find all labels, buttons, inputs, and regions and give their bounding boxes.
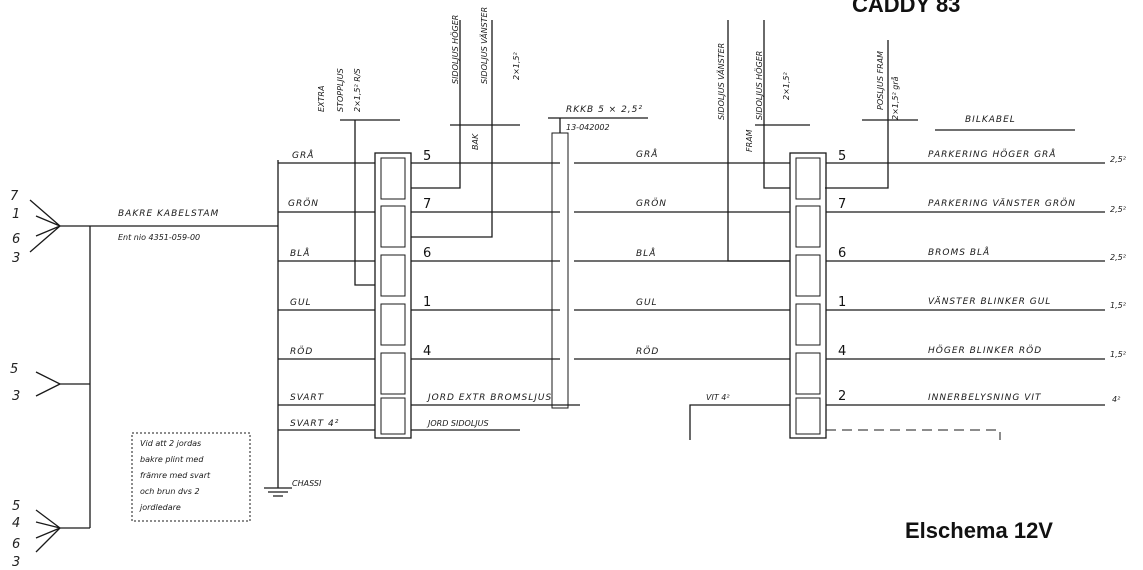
svg-text:2,5²: 2,5² <box>1110 205 1127 214</box>
svg-text:SVART: SVART <box>290 393 325 403</box>
svg-text:6: 6 <box>838 246 846 261</box>
svg-text:3: 3 <box>12 251 20 266</box>
svg-text:2: 2 <box>838 389 846 404</box>
diagram-title: Elschema 12V <box>905 518 1053 543</box>
svg-text:1: 1 <box>12 207 20 222</box>
svg-text:INNERBELYSNING VIT: INNERBELYSNING VIT <box>928 393 1042 403</box>
svg-text:1: 1 <box>423 295 431 310</box>
svg-text:FRAM: FRAM <box>745 129 754 152</box>
bilkabel-label: BILKABEL <box>965 115 1016 125</box>
cable-sleeve <box>551 132 569 409</box>
cable-name: RKKB 5 × 2,5² <box>566 105 643 115</box>
svg-text:SVART 4²: SVART 4² <box>290 419 339 429</box>
svg-text:POSLJUS FRAM: POSLJUS FRAM <box>876 51 885 110</box>
right-terminal-block <box>789 152 827 439</box>
svg-text:1,5²: 1,5² <box>1110 301 1127 310</box>
cable-part: 13-042002 <box>566 123 610 132</box>
svg-text:6: 6 <box>423 246 431 261</box>
svg-text:BLÅ: BLÅ <box>290 247 310 259</box>
left-connector-bot: 5 4 6 3 <box>12 499 61 570</box>
svg-text:5: 5 <box>10 362 18 377</box>
model-header: CADDY 83 <box>852 0 960 17</box>
svg-text:jordledare: jordledare <box>139 503 181 512</box>
svg-text:4: 4 <box>12 516 20 531</box>
ground-label-extra: JORD EXTR BROMSLJUS <box>426 393 552 403</box>
svg-text:SIDOLJUS VÄNSTER: SIDOLJUS VÄNSTER <box>716 43 726 120</box>
right-wires: PARKERING HÖGER GRÅ PARKERING VÄNSTER GR… <box>826 148 1127 406</box>
svg-text:2×1,5² grå: 2×1,5² grå <box>890 76 900 120</box>
svg-text:EXTRA: EXTRA <box>317 86 326 112</box>
svg-text:5: 5 <box>12 499 20 514</box>
svg-text:1: 1 <box>838 295 846 310</box>
svg-text:GRÅ: GRÅ <box>292 149 314 161</box>
svg-text:4²: 4² <box>1112 395 1121 404</box>
svg-text:SIDOLJUS HÖGER: SIDOLJUS HÖGER <box>754 51 764 120</box>
svg-text:3: 3 <box>12 555 20 570</box>
note-box: Vid att 2 jordas bakre plint med främre … <box>131 432 251 522</box>
left-wires: GRÅ GRÖN BLÅ GUL RÖD SVART SVART 4² <box>278 149 375 431</box>
left-terminal-block <box>374 152 412 439</box>
svg-text:Vid att 2 jordas: Vid att 2 jordas <box>140 439 201 448</box>
svg-text:7: 7 <box>838 197 846 212</box>
svg-text:BROMS BLÅ: BROMS BLÅ <box>928 246 990 258</box>
svg-text:SIDOLJUS VÄNSTER: SIDOLJUS VÄNSTER <box>479 7 489 84</box>
svg-text:1,5²: 1,5² <box>1110 350 1127 359</box>
left-connector-mid: 5 3 <box>10 362 61 404</box>
svg-text:7: 7 <box>10 189 19 204</box>
svg-text:5: 5 <box>838 149 846 164</box>
svg-text:främre med svart: främre med svart <box>140 471 211 480</box>
svg-text:GRÖN: GRÖN <box>288 198 319 209</box>
svg-text:PARKERING HÖGER GRÅ: PARKERING HÖGER GRÅ <box>928 148 1056 160</box>
svg-text:GUL: GUL <box>636 298 658 308</box>
harness-name: BAKRE KABELSTAM <box>118 209 219 219</box>
svg-text:4: 4 <box>838 344 846 359</box>
svg-text:2×1,5²: 2×1,5² <box>782 71 791 100</box>
svg-text:STOPPLJUS: STOPPLJUS <box>336 68 345 112</box>
svg-text:VÄNSTER BLINKER GUL: VÄNSTER BLINKER GUL <box>928 296 1051 307</box>
svg-text:5: 5 <box>423 149 431 164</box>
svg-text:6: 6 <box>12 537 20 552</box>
svg-text:GRÅ: GRÅ <box>636 148 658 160</box>
svg-text:2×1,5² R/S: 2×1,5² R/S <box>353 68 362 112</box>
left-connector-top: 7 1 6 3 <box>10 189 61 266</box>
svg-text:2×1,5²: 2×1,5² <box>512 51 521 80</box>
svg-text:2,5²: 2,5² <box>1110 253 1127 262</box>
svg-text:GRÖN: GRÖN <box>636 198 667 209</box>
ground-label-side: JORD SIDOLJUS <box>426 419 489 428</box>
svg-text:7: 7 <box>423 197 431 212</box>
harness-part: Ent nio 4351-059-00 <box>118 233 200 242</box>
svg-text:3: 3 <box>12 389 20 404</box>
chassi-label: CHASSI <box>292 479 322 488</box>
svg-text:BAK: BAK <box>471 133 480 150</box>
svg-text:6: 6 <box>12 232 20 247</box>
svg-text:SIDOLJUS HÖGER: SIDOLJUS HÖGER <box>450 15 460 84</box>
vit-label: VIT 4² <box>706 393 730 402</box>
svg-text:PARKERING VÄNSTER GRÖN: PARKERING VÄNSTER GRÖN <box>928 198 1076 209</box>
svg-text:4: 4 <box>423 344 431 359</box>
svg-text:RÖD: RÖD <box>290 346 313 357</box>
svg-text:bakre plint med: bakre plint med <box>140 455 204 464</box>
svg-text:GUL: GUL <box>290 298 312 308</box>
svg-text:HÖGER BLINKER RÖD: HÖGER BLINKER RÖD <box>928 345 1042 356</box>
svg-text:2,5²: 2,5² <box>1110 155 1127 164</box>
svg-text:RÖD: RÖD <box>636 346 659 357</box>
svg-text:BLÅ: BLÅ <box>636 247 656 259</box>
svg-text:och brun dvs 2: och brun dvs 2 <box>140 487 200 496</box>
